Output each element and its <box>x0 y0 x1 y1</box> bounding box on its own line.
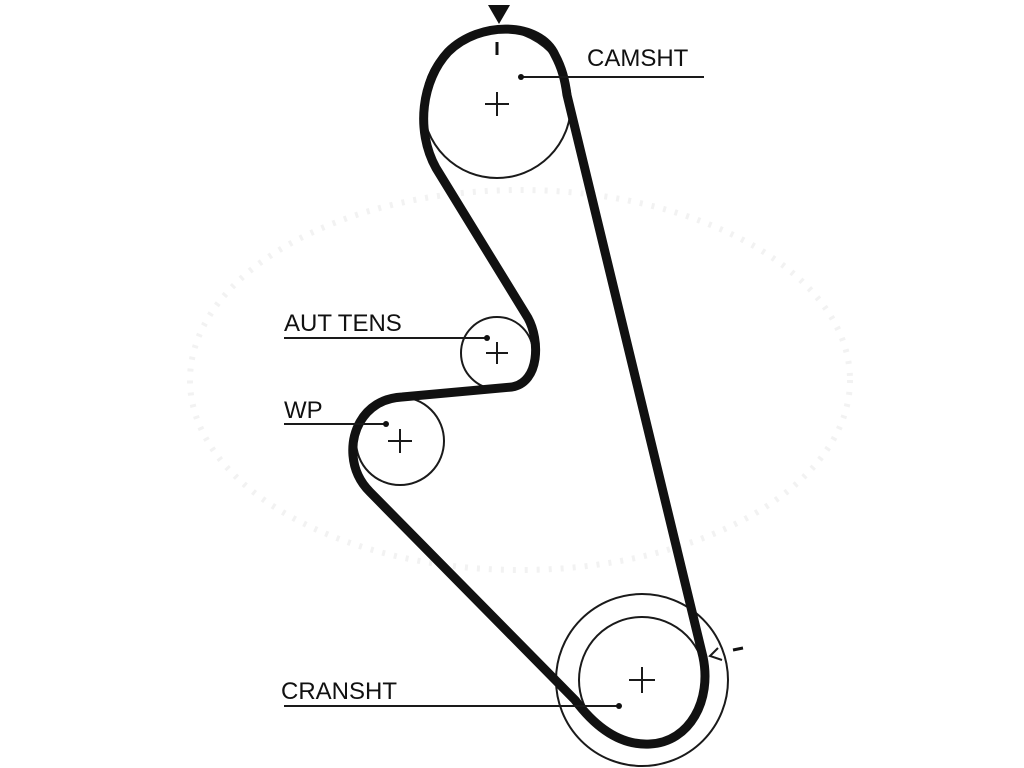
camshaft-label: CAMSHT <box>587 45 689 72</box>
leader-dots <box>383 74 622 709</box>
crankshaft-timing-tick <box>732 646 744 652</box>
camshaft-timing-arrow-icon <box>488 5 510 24</box>
tensioner-center-cross <box>486 342 508 364</box>
crankshaft-timing-notch <box>708 647 723 661</box>
water-pump-center-cross <box>388 429 412 453</box>
water-pump-label: WP <box>284 397 323 424</box>
leader-lines <box>284 76 704 707</box>
crankshaft-label: CRANSHT <box>281 678 397 705</box>
crankshaft-center-cross <box>629 667 655 693</box>
background-smudge <box>187 187 853 573</box>
tensioner-label: AUT TENS <box>284 310 402 337</box>
camshaft-center-cross <box>485 92 509 116</box>
timing-belt <box>348 24 710 749</box>
